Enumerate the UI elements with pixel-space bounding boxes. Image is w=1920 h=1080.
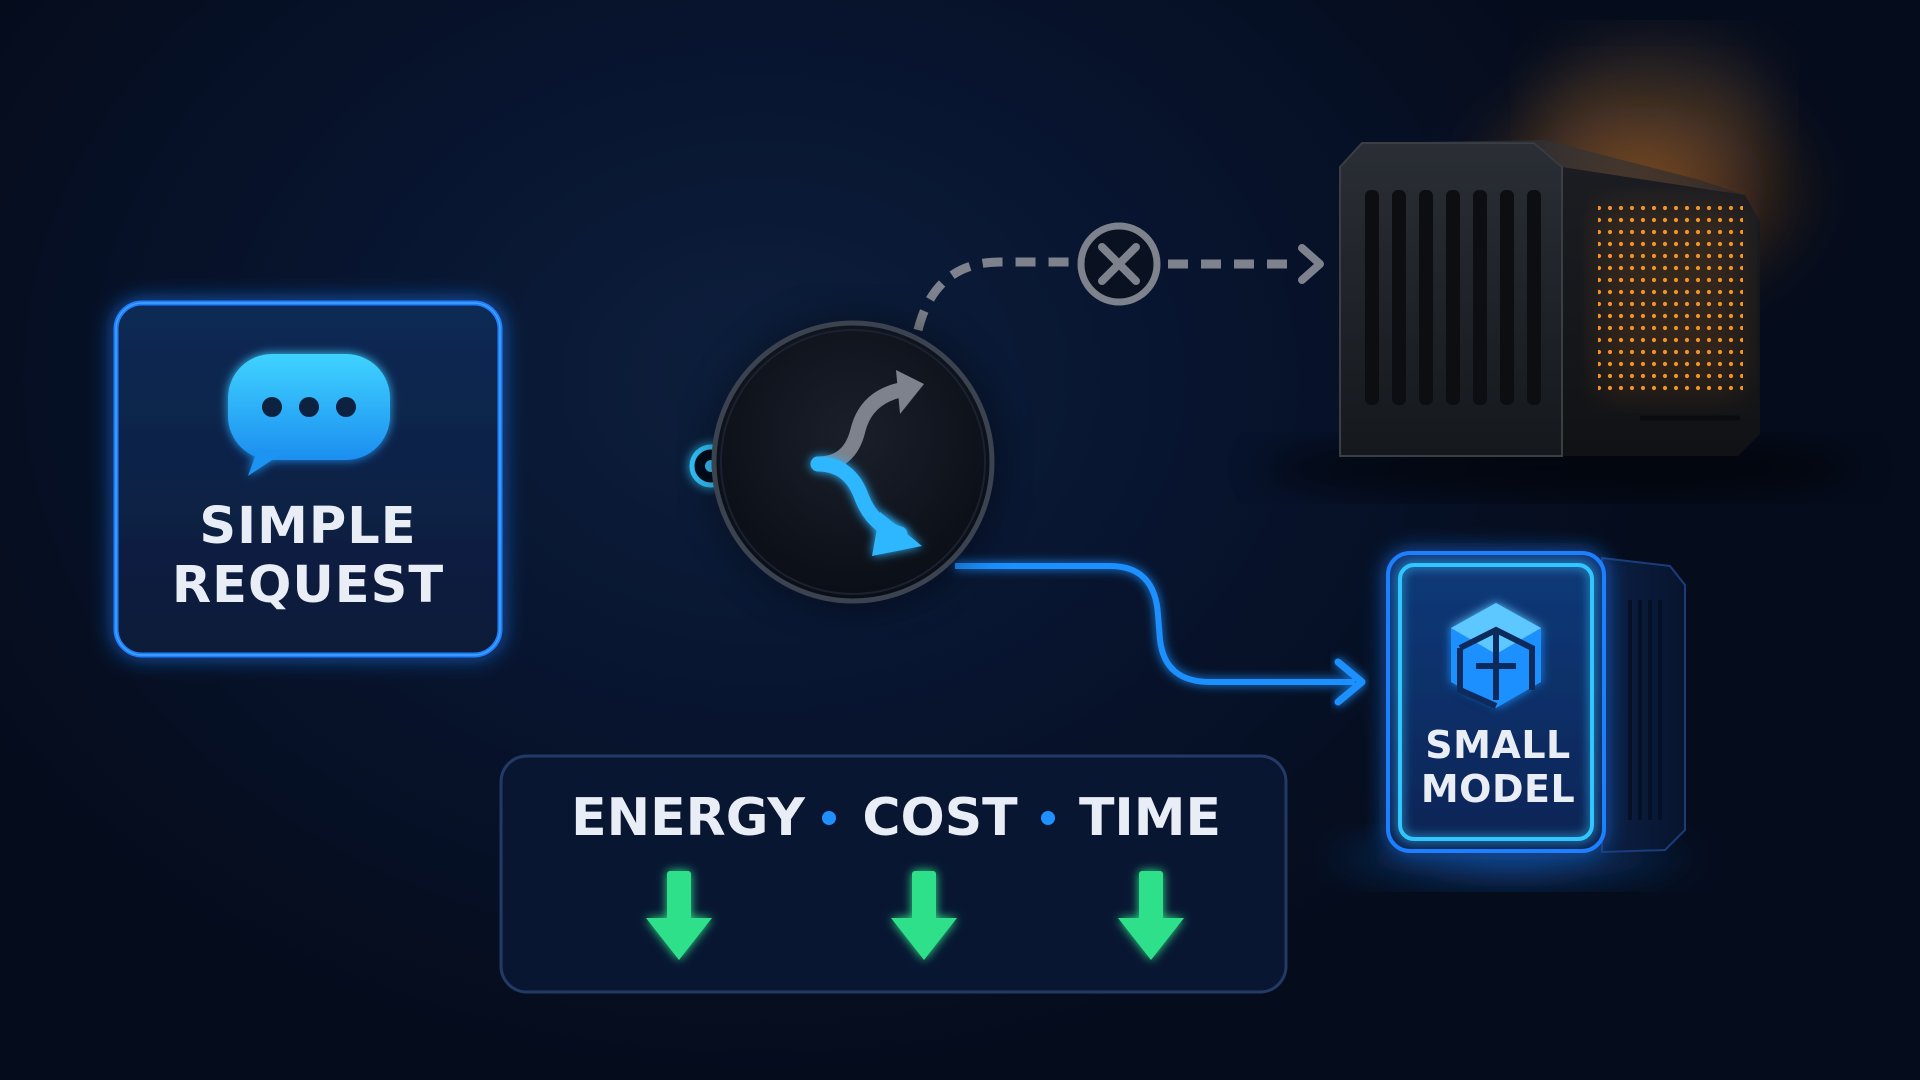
- large-model-arrowhead: [1298, 244, 1324, 284]
- energy-down-arrow-icon: [646, 871, 712, 960]
- chat-bubble-icon: [228, 354, 390, 476]
- server-vents: [1365, 190, 1541, 405]
- time-down-arrow-icon: [1118, 871, 1184, 960]
- small-model-label-line2: MODEL: [1420, 766, 1576, 811]
- simple-request-card: [113, 300, 503, 658]
- branch-split-icon: [756, 370, 924, 556]
- small-model-label: SMALL MODEL: [1400, 723, 1596, 811]
- metric-cost-label: COST: [862, 788, 1018, 848]
- metric-separator-dot: [1041, 811, 1055, 825]
- cube-network-icon: [1451, 603, 1541, 709]
- small-model-arrowhead: [1334, 658, 1366, 706]
- metric-separator-dot: [822, 811, 836, 825]
- small-model-side-face: [1601, 556, 1686, 854]
- blocked-route-dashed-line: [913, 257, 1075, 332]
- x-circle-icon: [1077, 222, 1161, 306]
- small-model-label-line1: SMALL: [1425, 723, 1571, 767]
- small-model-cube: [1310, 551, 1710, 886]
- simple-request-label: SIMPLE REQUEST: [116, 497, 500, 615]
- metric-energy-label: ENERGY: [571, 788, 805, 848]
- cost-down-arrow-icon: [891, 871, 957, 960]
- router-node: [707, 314, 1003, 610]
- server-top-face: [1362, 140, 1745, 195]
- heat-smoke: [1535, 35, 1775, 185]
- metric-time-label: TIME: [1078, 788, 1222, 848]
- connector-router-to-small-model: [955, 563, 1355, 685]
- simple-request-label-line1: SIMPLE: [199, 497, 417, 556]
- simple-request-label-line2: REQUEST: [171, 555, 445, 615]
- metrics-panel: [499, 754, 1288, 994]
- large-model-server: [1260, 35, 1860, 498]
